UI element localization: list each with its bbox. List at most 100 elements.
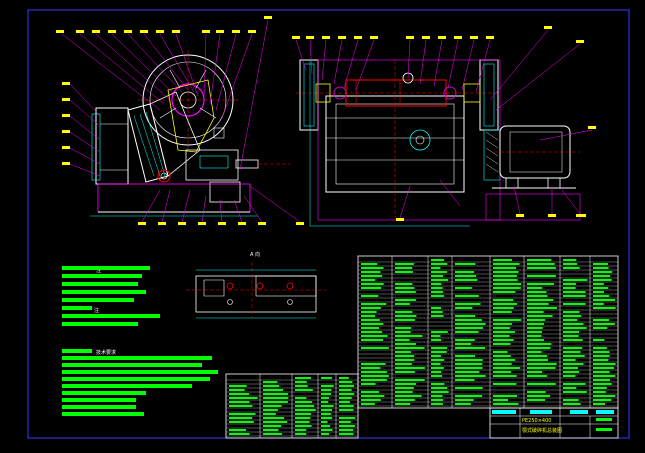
table-cell-text: [455, 315, 476, 317]
table-cell-text: [493, 363, 512, 365]
table-cell-text: [361, 323, 384, 325]
title-block-code: PE250×400: [522, 418, 551, 424]
table-cell-text: [361, 347, 389, 349]
table-cell-text: [455, 403, 471, 405]
table-cell-text: [527, 343, 552, 345]
table-cell-text: [527, 371, 543, 373]
table-cell-text: [395, 267, 413, 269]
table-cell-text: [455, 367, 483, 369]
table-cell-text: [295, 421, 310, 423]
tech-req-title: 技术要求: [96, 349, 116, 356]
table-cell-text: [563, 403, 581, 405]
table-cell-text: [563, 375, 576, 377]
table-cell-text: [431, 315, 444, 317]
table-cell-text: [395, 311, 413, 313]
table-cell-text: [593, 327, 608, 329]
table-cell-text: [431, 403, 443, 405]
table-cell-text: [593, 395, 616, 397]
table-cell-text: [431, 399, 444, 401]
table-cell-text: [321, 413, 331, 415]
table-cell-text: [563, 323, 584, 325]
table-cell-text: [361, 287, 382, 289]
table-cell-text: [455, 347, 485, 349]
table-cell-text: [563, 311, 580, 313]
table-cell-text: [527, 315, 553, 317]
table-cell-text: [361, 275, 383, 277]
table-cell-text: [395, 383, 417, 385]
table-cell-text: [527, 355, 548, 357]
table-cell-text: [395, 351, 411, 353]
table-cell-text: [263, 389, 283, 391]
table-cell-text: [321, 405, 334, 407]
table-cell-text: [229, 405, 253, 407]
table-cell-text: [563, 291, 586, 293]
table-cell-text: [339, 393, 355, 395]
technical-requirements: 技术要求: [62, 349, 218, 416]
table-cell-text: [563, 315, 582, 317]
table-cell-text: [431, 311, 443, 313]
table-cell-text: [563, 327, 587, 329]
table-cell-text: [493, 399, 508, 401]
table-cell-text: [593, 303, 604, 305]
table-cell-text: [321, 389, 332, 391]
table-cell-text: [455, 323, 486, 325]
table-cell-text: [361, 339, 383, 341]
table-cell-text: [455, 331, 479, 333]
table-cell-text: [455, 371, 480, 373]
table-cell-text: [321, 421, 328, 423]
table-cell-text: [563, 347, 583, 349]
table-cell-text: [339, 381, 353, 383]
table-cell-text: [455, 379, 475, 381]
table-cell-text: [339, 401, 350, 403]
table-cell-text: [527, 319, 546, 321]
table-cell-text: [455, 327, 483, 329]
table-cell-text: [493, 259, 512, 261]
table-cell-text: [563, 335, 579, 337]
table-cell-text: [361, 331, 383, 333]
table-cell-text: [395, 347, 425, 349]
table-cell-text: [493, 335, 510, 337]
table-cell-text: [395, 395, 422, 397]
table-cell-text: [527, 351, 542, 353]
table-cell-text: [361, 327, 379, 329]
table-cell-text: [431, 347, 447, 349]
table-cell-text: [593, 283, 604, 285]
table-cell-text: [493, 323, 512, 325]
table-cell-text: [229, 393, 249, 395]
table-cell-text: [321, 393, 331, 395]
table-cell-text: [263, 397, 289, 399]
table-cell-text: [493, 403, 519, 405]
table-cell-text: [431, 359, 445, 361]
table-cell-text: [361, 395, 385, 397]
table-cell-text: [295, 401, 312, 403]
notes-block: 注 注: [62, 266, 160, 326]
table-cell-text: [593, 363, 616, 365]
table-cell-text: [563, 303, 586, 305]
table-cell-text: [395, 287, 415, 289]
table-cell-text: [263, 417, 284, 419]
table-cell-text: [431, 355, 441, 357]
table-cell-text: [527, 359, 548, 361]
section-label: A 向: [250, 251, 260, 258]
table-cell-text: [563, 371, 579, 373]
table-cell-text: [527, 275, 556, 277]
table-cell-text: [455, 387, 483, 389]
table-cell-text: [321, 417, 333, 419]
table-cell-text: [321, 409, 332, 411]
table-cell-text: [395, 291, 416, 293]
table-cell-text: [563, 391, 587, 393]
table-cell-text: [361, 295, 379, 297]
table-cell-text: [527, 331, 542, 333]
table-cell-text: [361, 311, 377, 313]
table-cell-text: [493, 359, 515, 361]
table-cell-text: [295, 385, 308, 387]
table-cell-text: [295, 429, 307, 431]
table-cell-text: [527, 307, 557, 309]
table-cell-text: [493, 311, 512, 313]
table-cell-text: [527, 339, 544, 341]
table-cell-text: [593, 307, 616, 309]
table-cell-text: [493, 275, 517, 277]
notes-title-mid: 注: [94, 307, 99, 314]
table-cell-text: [455, 271, 474, 273]
